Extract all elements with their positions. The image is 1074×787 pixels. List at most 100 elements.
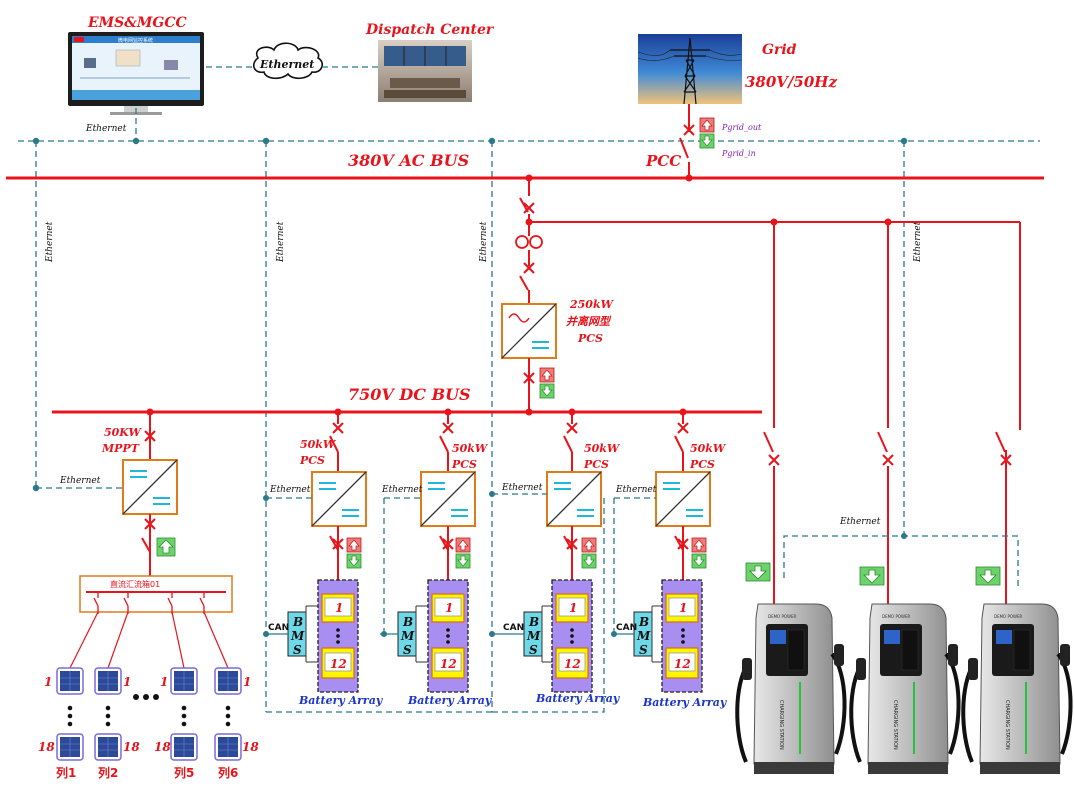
cell-label: 1 — [335, 601, 343, 615]
cell-label: 1 — [569, 601, 577, 615]
battery-array-label: Battery Array — [298, 694, 384, 707]
pcs-flow-icon — [581, 537, 597, 569]
pv-panel-icon — [56, 733, 84, 761]
grid-power-flow-icon — [699, 117, 715, 149]
charger-2: DEMO POWER CHARGING STATION — [849, 602, 961, 776]
pv-column-label: 列5 — [174, 765, 194, 780]
pv-panel-icon — [214, 667, 242, 695]
mppt-flow-icon — [156, 537, 176, 557]
pv-index-label: 18 — [123, 740, 140, 754]
pcs-2-power: 50kW — [452, 442, 489, 455]
cloud-label: Ethernet — [259, 58, 314, 71]
ems-screen-title: 微电网监控系统 — [118, 37, 153, 44]
charger-side-text: CHARGING STATION — [1004, 700, 1010, 750]
charger-2-flow-icon — [859, 566, 885, 586]
pgrid-out-label: Pgrid_out — [721, 123, 762, 132]
grid-tower-photo — [637, 34, 743, 105]
pv-index-label: 1 — [44, 675, 52, 689]
battery-array-label: Battery Array — [642, 696, 728, 709]
pcs-3-ethernet-label: Ethernet — [501, 483, 543, 493]
cell-label: 12 — [330, 657, 347, 671]
can-label: CAN — [268, 623, 289, 633]
pv-column-label: 列6 — [218, 765, 238, 780]
bms-letter: M — [526, 629, 541, 643]
pv-panel-icon — [94, 733, 122, 761]
pcs-flow-icon — [346, 537, 362, 569]
dispatch-label: Dispatch Center — [365, 22, 495, 38]
battery-array-label: Battery Array — [407, 694, 493, 707]
pv-index-label: 1 — [160, 675, 168, 689]
charger-side-text: CHARGING STATION — [892, 700, 898, 750]
pcs-3-name: PCS — [583, 458, 609, 471]
main-pcs-power: 250kW — [569, 298, 615, 311]
bms-letter: B — [528, 615, 539, 629]
ac-bus-label: 380V AC BUS — [348, 151, 469, 170]
pv-panel-icon — [94, 667, 122, 695]
charger-logo: DEMO POWER — [882, 614, 911, 619]
pcs-4-power: 50kW — [690, 442, 727, 455]
cell-label: 1 — [679, 601, 687, 615]
bms-letter: S — [639, 643, 648, 657]
pcs-flow-icon — [455, 537, 471, 569]
storage-unit-3 — [489, 412, 602, 693]
pcs-1-name: PCS — [299, 454, 325, 467]
pcs-flow-icon — [691, 537, 707, 569]
pcs-converter — [420, 471, 476, 527]
pcc-label: PCC — [645, 152, 681, 170]
can-label: CAN — [503, 623, 524, 633]
storage-unit-1 — [263, 412, 367, 693]
ems-label: EMS&MGCC — [87, 15, 187, 31]
battery-array-label: Battery Array — [535, 692, 621, 705]
cell-label: 12 — [440, 657, 457, 671]
dispatch-center-photo — [378, 40, 472, 102]
pv-array — [56, 667, 242, 761]
storage-unit-2 — [380, 412, 476, 693]
pv-index-label: 18 — [154, 740, 171, 754]
pv-panel-icon — [170, 733, 198, 761]
pcs-converter — [546, 471, 602, 527]
pv-index-label: 1 — [123, 675, 131, 689]
charger-logo: DEMO POWER — [768, 614, 797, 619]
bms-letter: S — [293, 643, 302, 657]
mppt-converter — [122, 459, 178, 515]
combiner-label: 直流汇流箱01 — [110, 579, 160, 589]
charger-feeders — [763, 218, 1021, 610]
pcs-converter — [655, 471, 711, 527]
pv-column-label: 列1 — [56, 765, 76, 780]
bms-letter: B — [402, 615, 413, 629]
ethernet-cloud-icon — [252, 42, 324, 80]
pcs-2-ethernet-label: Ethernet — [381, 485, 423, 495]
charger-logo: DEMO POWER — [994, 614, 1023, 619]
pcs-4-name: PCS — [689, 458, 715, 471]
bms-letter: S — [403, 643, 412, 657]
main-pcs-converter — [501, 303, 557, 359]
pv-column-label: 列2 — [98, 765, 118, 780]
charger-1-flow-icon — [745, 562, 771, 582]
charger-3: DEMO POWER CHARGING STATION — [961, 602, 1073, 776]
grid-voltage: 380V/50Hz — [745, 73, 837, 91]
pgrid-in-label: Pgrid_in — [721, 149, 756, 158]
mppt-name: MPPT — [101, 442, 140, 455]
pv-panel-icon — [56, 667, 84, 695]
mppt-ethernet-label: Ethernet — [59, 476, 101, 486]
bms-letter: M — [400, 629, 415, 643]
ems-ethernet-label: Ethernet — [85, 124, 127, 134]
pv-index-label: 1 — [243, 675, 251, 689]
cell-label: 12 — [564, 657, 581, 671]
pv-index-label: 18 — [38, 740, 55, 754]
charger-side-text: CHARGING STATION — [778, 700, 784, 750]
cell-label: 1 — [445, 601, 453, 615]
ems-monitor: 微电网监控系统 — [68, 32, 204, 115]
pcs-1-power: 50kW — [300, 438, 337, 451]
combiner-box — [79, 575, 233, 613]
ethernet-label-3: Ethernet — [479, 221, 489, 263]
bms-letter: S — [529, 643, 538, 657]
charger-ethernet-label: Ethernet — [839, 517, 881, 527]
bms-letter: B — [638, 615, 649, 629]
pcs-4-ethernet-label: Ethernet — [615, 485, 657, 495]
main-pcs-mode: 并离网型 — [566, 315, 612, 328]
main-pcs-flow-icon — [539, 367, 555, 399]
pcs-converter — [311, 471, 367, 527]
cell-label: 12 — [674, 657, 691, 671]
